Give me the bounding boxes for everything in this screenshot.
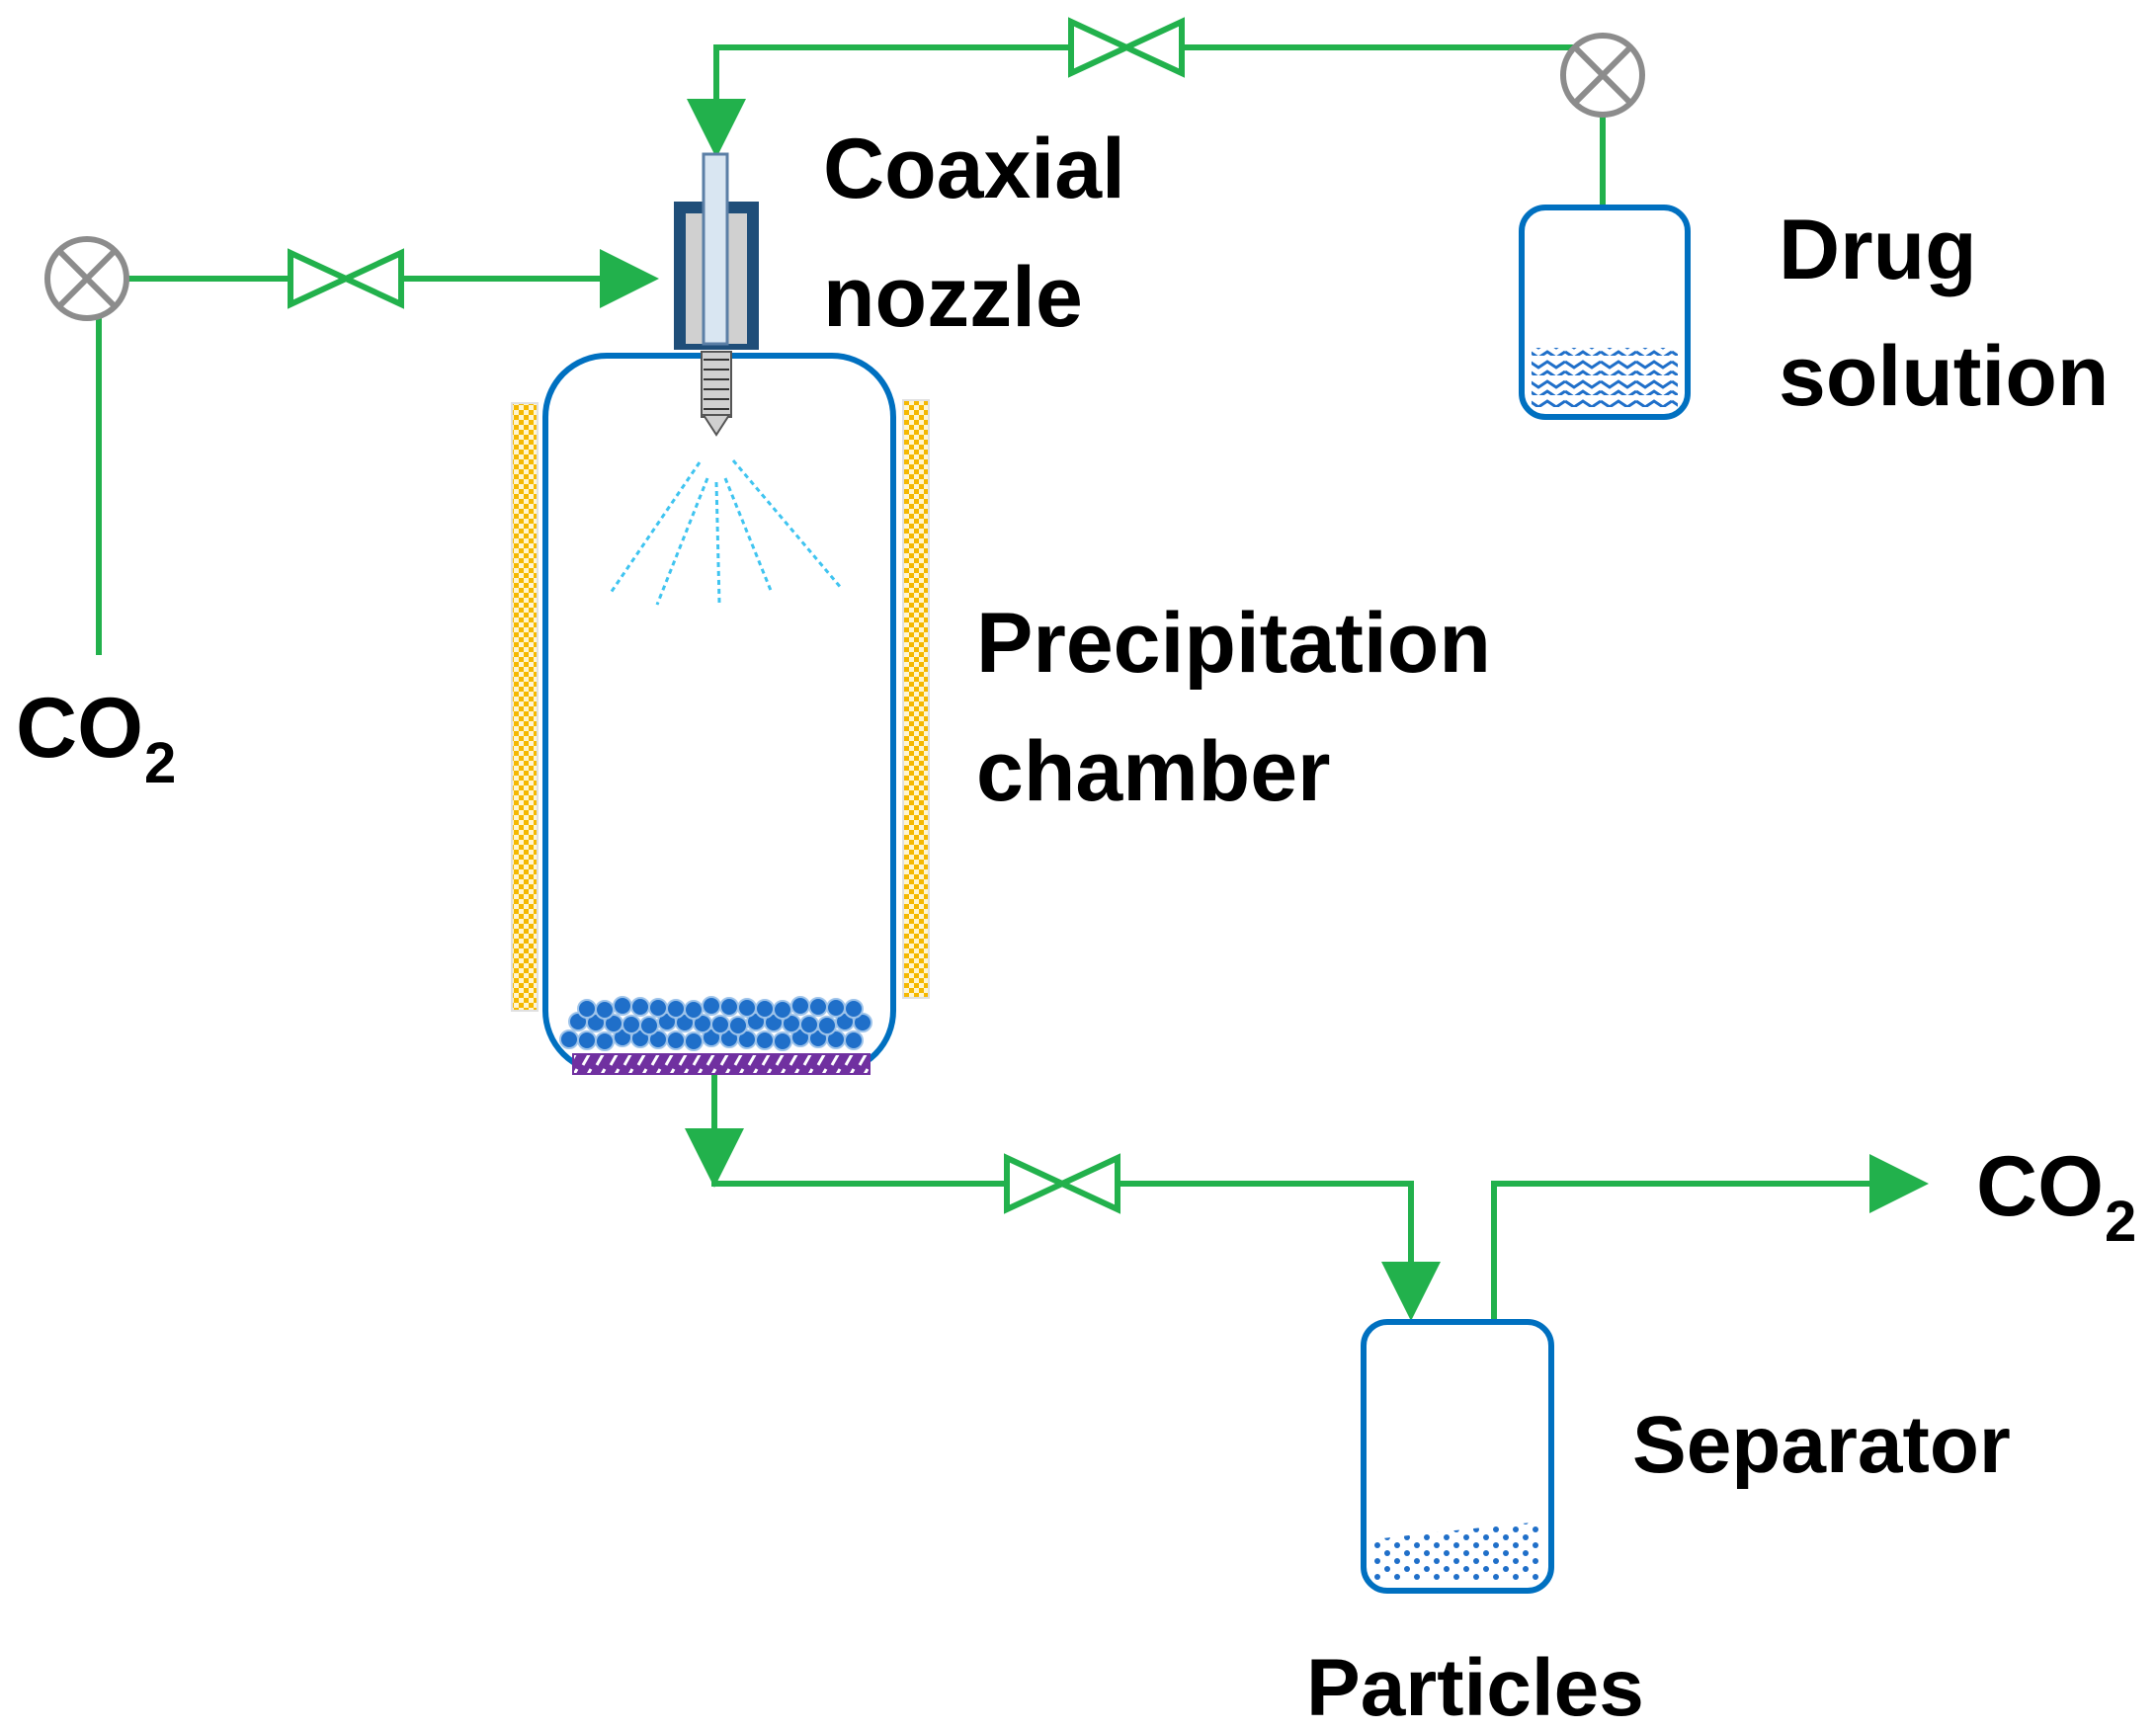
- particle: [853, 1013, 872, 1032]
- particle: [808, 997, 828, 1017]
- co2-inlet-label: CO 2: [16, 681, 176, 795]
- drug-solution-label-line2: solution: [1779, 329, 2109, 424]
- particle: [577, 999, 597, 1019]
- particle: [639, 1016, 659, 1035]
- co2-outlet-label: CO 2: [1976, 1139, 2136, 1254]
- heater-jacket-right: [902, 399, 930, 999]
- particle: [702, 996, 721, 1016]
- drug-solution-liquid: [1532, 348, 1678, 407]
- coaxial-nozzle: [674, 152, 759, 437]
- particle: [595, 1031, 615, 1051]
- separator-vessel: [1361, 1319, 1554, 1594]
- particle: [684, 1031, 704, 1051]
- separator-particles: [1373, 1522, 1541, 1581]
- particle: [648, 998, 668, 1018]
- particle: [613, 996, 632, 1016]
- particles-label: Particles: [1306, 1643, 1644, 1731]
- particle: [666, 1030, 686, 1050]
- particle: [817, 1016, 837, 1035]
- particle: [755, 999, 775, 1019]
- coaxial-nozzle-label-line2: nozzle: [823, 250, 1083, 345]
- co2-outlet-pipe: [1491, 1154, 1929, 1325]
- particle: [666, 999, 686, 1019]
- precipitation-chamber-vessel: [542, 353, 896, 1075]
- particle: [622, 1015, 641, 1034]
- co2-outlet-subscript: 2: [2105, 1190, 2136, 1254]
- spray-jets: [609, 459, 844, 606]
- particle: [773, 1000, 792, 1020]
- particle: [559, 1030, 579, 1049]
- precipitation-chamber-label-line2: chamber: [976, 724, 1331, 819]
- bowtie-valve-icon: [1004, 1153, 1120, 1214]
- drug-solution-pipe: [687, 44, 1576, 158]
- bowtie-valve-icon: [288, 248, 404, 309]
- bowtie-valve-icon: [1068, 17, 1185, 78]
- particle: [630, 997, 650, 1017]
- coaxial-nozzle-label-line1: Coaxial: [823, 122, 1125, 216]
- filter-plate: [572, 1053, 871, 1075]
- particle: [844, 1030, 864, 1050]
- particle: [755, 1030, 775, 1050]
- particle: [728, 1016, 748, 1035]
- separator-label: Separator: [1632, 1400, 2011, 1490]
- precipitation-chamber-label-line1: Precipitation: [976, 596, 1491, 691]
- particle: [826, 998, 846, 1018]
- particle: [737, 998, 757, 1018]
- circle-cross-icon: [44, 236, 129, 321]
- particle: [844, 999, 864, 1019]
- drug-solution-label-line1: Drug: [1779, 203, 1977, 297]
- co2-inlet-subscript: 2: [144, 731, 176, 795]
- particle: [577, 1030, 597, 1050]
- particle: [710, 1015, 730, 1034]
- particle-bed: [559, 996, 872, 1051]
- co2-outlet-text: CO: [1976, 1139, 2104, 1234]
- particle: [684, 1000, 704, 1020]
- particle: [595, 1000, 615, 1020]
- particle: [719, 997, 739, 1017]
- particle: [799, 1015, 819, 1034]
- co2-inlet-text: CO: [16, 681, 143, 776]
- particle: [773, 1031, 792, 1051]
- heater-jacket-left: [511, 402, 539, 1012]
- chamber-to-separator-pipe: [711, 1181, 1441, 1321]
- particle: [790, 996, 810, 1016]
- circle-cross-icon: [1560, 33, 1645, 118]
